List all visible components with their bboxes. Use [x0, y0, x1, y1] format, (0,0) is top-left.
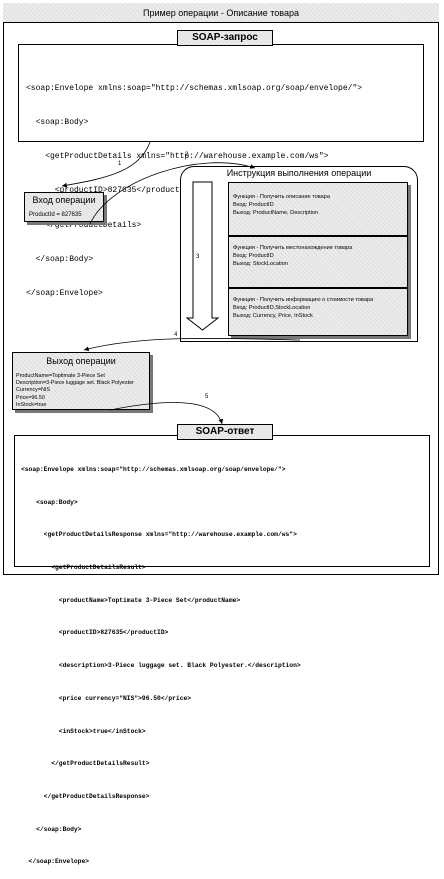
- code-line: <inStock>true</inStock>: [21, 727, 146, 735]
- function-text: Функция - Получить местонахождение товар…: [233, 245, 353, 267]
- function-box: Функция - Получить местонахождение товар…: [228, 236, 408, 288]
- instructions-title: Инструкция выполнения операции: [226, 168, 372, 178]
- arrow-4: [83, 337, 301, 352]
- operation-output-title: Выход операции: [46, 356, 116, 366]
- step-label: 5: [205, 394, 209, 400]
- operation-output-text: ProductName=Toptimate 3-Piece Set Descri…: [16, 373, 134, 408]
- operation-input-box: Вход операции ProductId = 827635: [24, 192, 104, 222]
- code-line: <productID>827635</productID>: [26, 186, 195, 196]
- code-line: <price currency="NIS">96.50</price>: [21, 694, 192, 702]
- soap-request-title: SOAP-запрос: [177, 30, 273, 46]
- down-arrow: [185, 181, 220, 331]
- code-line: </soap:Body>: [21, 825, 82, 833]
- function-text: Функция - Получить информацию о стоимост…: [233, 297, 374, 319]
- function-box: Функция - Получить описание товара Вход:…: [228, 182, 408, 236]
- function-text: Функция - Получить описание товара Вход:…: [233, 194, 330, 216]
- step-label: 1: [118, 161, 122, 167]
- soap-response-title: SOAP-ответ: [177, 424, 273, 440]
- code-line: </getProductDetailsResponse>: [21, 793, 150, 800]
- code-line: <productID>827635</productID>: [21, 629, 169, 637]
- step-label: 2: [185, 152, 189, 158]
- connector-arrows: 1 2 3 4 5: [61, 141, 301, 425]
- soap-request-code: <soap:Envelope xmlns:soap="http://schema…: [26, 60, 362, 311]
- code-line: <soap:Body>: [21, 498, 78, 506]
- code-line: <getProductDetailsResponse xmlns="http:/…: [21, 531, 297, 539]
- arrow-1: [61, 141, 151, 188]
- code-line: <soap:Envelope xmlns:soap="http://schema…: [21, 465, 286, 473]
- operation-output-box: Выход операции ProductName=Toptimate 3-P…: [12, 352, 150, 410]
- code-line: </getProductDetails>: [26, 220, 142, 230]
- function-box: Функция - Получить информацию о стоимост…: [228, 288, 408, 336]
- code-line: </getProductDetailsResult>: [21, 760, 150, 768]
- code-line: </soap:Envelope>: [21, 858, 90, 866]
- step-label: 3: [196, 254, 200, 260]
- code-line: <getProductDetailsResult>: [21, 563, 146, 571]
- code-line: <soap:Envelope xmlns:soap="http://schema…: [26, 83, 363, 93]
- arrow-2: [89, 162, 256, 225]
- code-line: <productName>Toptimate 3-Piece Set</prod…: [21, 596, 241, 604]
- operation-input-text: ProductId = 827635: [29, 212, 82, 218]
- code-line: </soap:Body>: [26, 254, 94, 264]
- code-line: <description>3-Piece luggage set. Black …: [21, 662, 301, 670]
- soap-request-box: [18, 44, 424, 142]
- step-label: 4: [174, 332, 178, 338]
- operation-input-title: Вход операции: [32, 195, 96, 205]
- window-title: Пример операции - Описание товара: [3, 3, 439, 23]
- code-line: <getProductDetails xmlns="http://warehou…: [26, 152, 329, 162]
- soap-response-box: [14, 435, 430, 567]
- code-line: <soap:Body>: [26, 118, 89, 128]
- code-line: </soap:Envelope>: [26, 289, 103, 299]
- arrow-5: [109, 402, 224, 425]
